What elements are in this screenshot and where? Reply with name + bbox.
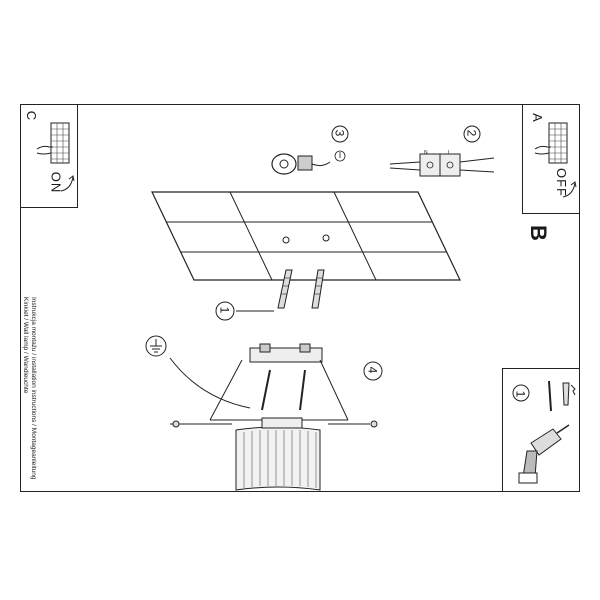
step-circle-icon <box>363 361 383 381</box>
terminal-label-l: L <box>448 150 451 156</box>
switch-on-icon <box>36 122 70 164</box>
panel-a-off: A OFF <box>522 104 580 214</box>
screws-and-lamp <box>169 357 378 491</box>
drill-step-number: 1 <box>513 390 528 398</box>
wire-step-number: 2 <box>464 129 479 137</box>
ground-symbol-icon <box>145 335 167 357</box>
switch-off-icon <box>534 122 568 164</box>
step-circle-icon <box>512 384 530 402</box>
ground-terminal-icon <box>271 150 346 175</box>
ceiling-tiles <box>151 191 461 281</box>
terminal-block-icon <box>389 153 495 177</box>
step-circle-icon <box>215 301 235 321</box>
panel-drill: 1 <box>502 368 580 492</box>
drill-icon <box>518 424 570 484</box>
wall-plugs-icon <box>277 269 325 309</box>
anchors-step-number: 1 <box>217 306 232 314</box>
mounting-bracket-icon <box>249 343 323 363</box>
screw-anchor-icon <box>548 380 576 412</box>
section-b-letter: B <box>525 225 551 241</box>
instruction-caption: Instrukcja montażu / installation instru… <box>22 297 44 490</box>
instruction-frame <box>20 104 580 492</box>
panel-c-on: C ON <box>20 104 78 208</box>
caption-line-2: Kinkiet / Wall lamp / Wandleuchte <box>22 297 29 394</box>
step-circle-icon <box>331 125 349 143</box>
leader-line <box>236 310 274 312</box>
step-circle-icon <box>463 125 481 143</box>
rotate-arrow-icon <box>562 181 577 198</box>
terminal-label-n: N <box>424 150 428 156</box>
rotate-arrow-icon <box>60 175 75 192</box>
ground-step-number: 3 <box>332 129 347 137</box>
mount-step-number: 4 <box>365 366 380 374</box>
caption-line-1: Instrukcja montażu / installation instru… <box>30 297 37 480</box>
